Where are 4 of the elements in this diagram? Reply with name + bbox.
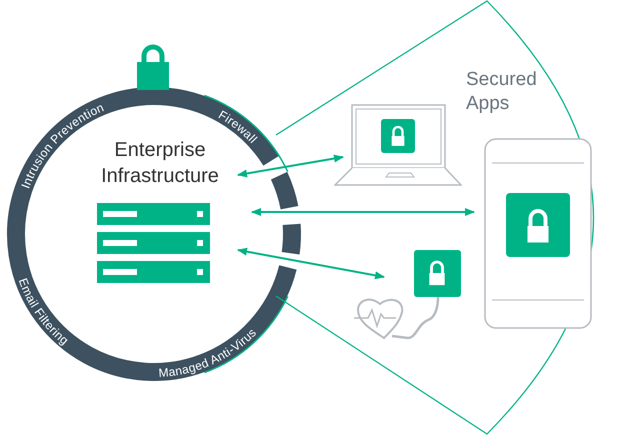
double-arrow — [237, 248, 385, 280]
double-arrow — [237, 154, 344, 178]
zone-title: Secured Apps — [466, 68, 538, 116]
double-arrow — [251, 208, 475, 216]
